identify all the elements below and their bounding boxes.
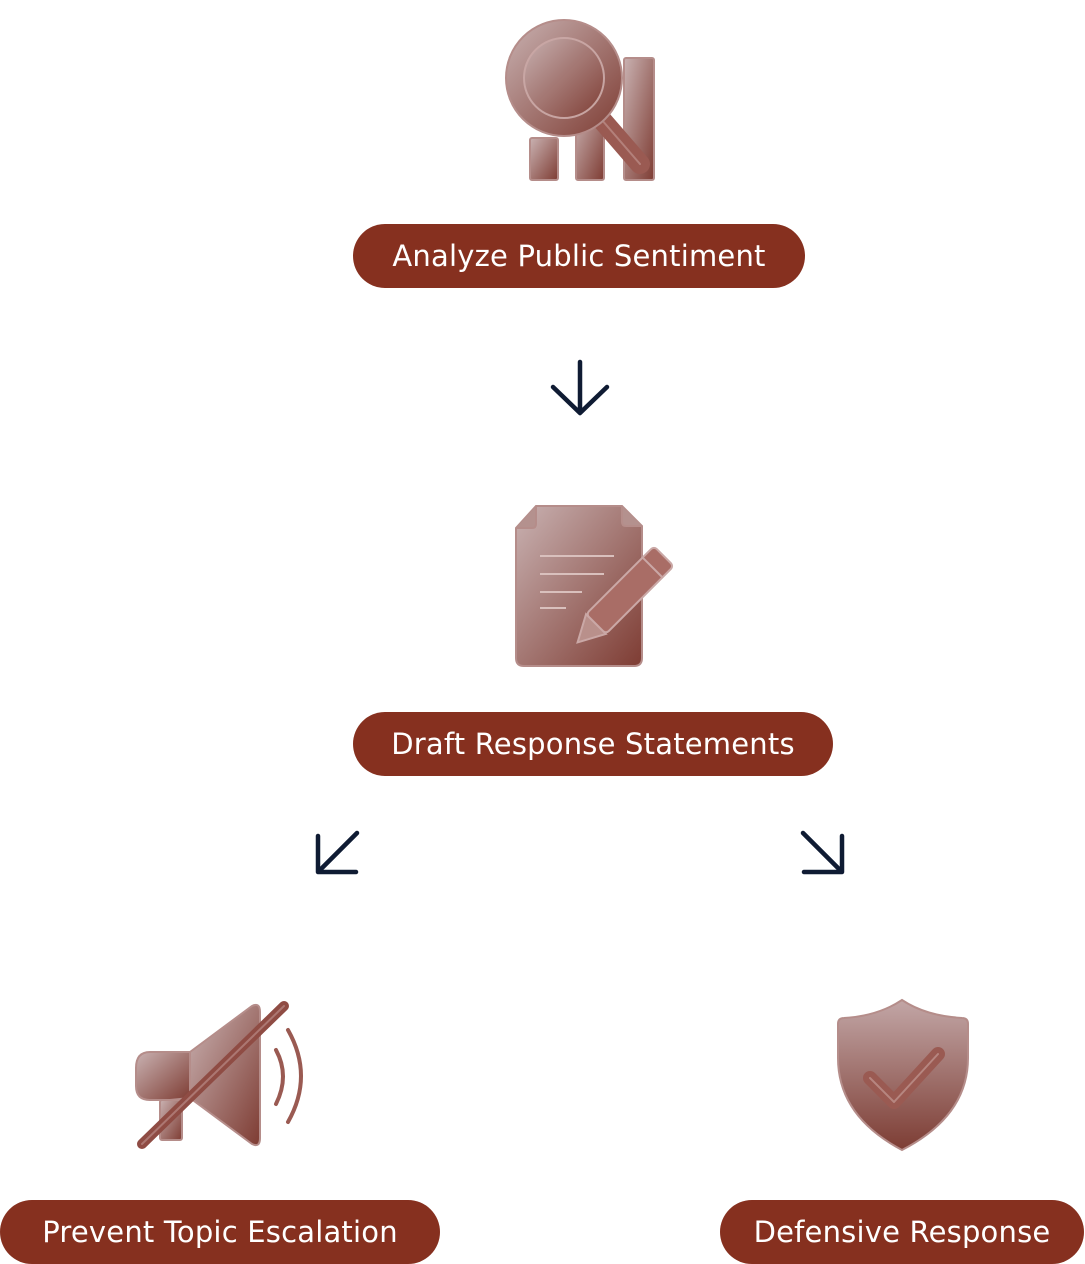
arrow-down-left-icon <box>310 826 364 880</box>
magnifier-bar-chart-icon <box>500 14 665 184</box>
arrow-down-icon <box>548 358 612 420</box>
document-pencil-icon <box>510 500 675 670</box>
shield-check-icon <box>830 996 975 1156</box>
node-draft-response-statements: Draft Response Statements <box>353 712 833 776</box>
node-analyze-public-sentiment: Analyze Public Sentiment <box>353 224 805 288</box>
muted-megaphone-icon <box>130 996 310 1156</box>
node-prevent-topic-escalation: Prevent Topic Escalation <box>0 1200 440 1264</box>
arrow-down-right-icon <box>796 826 850 880</box>
node-defensive-response: Defensive Response <box>720 1200 1084 1264</box>
